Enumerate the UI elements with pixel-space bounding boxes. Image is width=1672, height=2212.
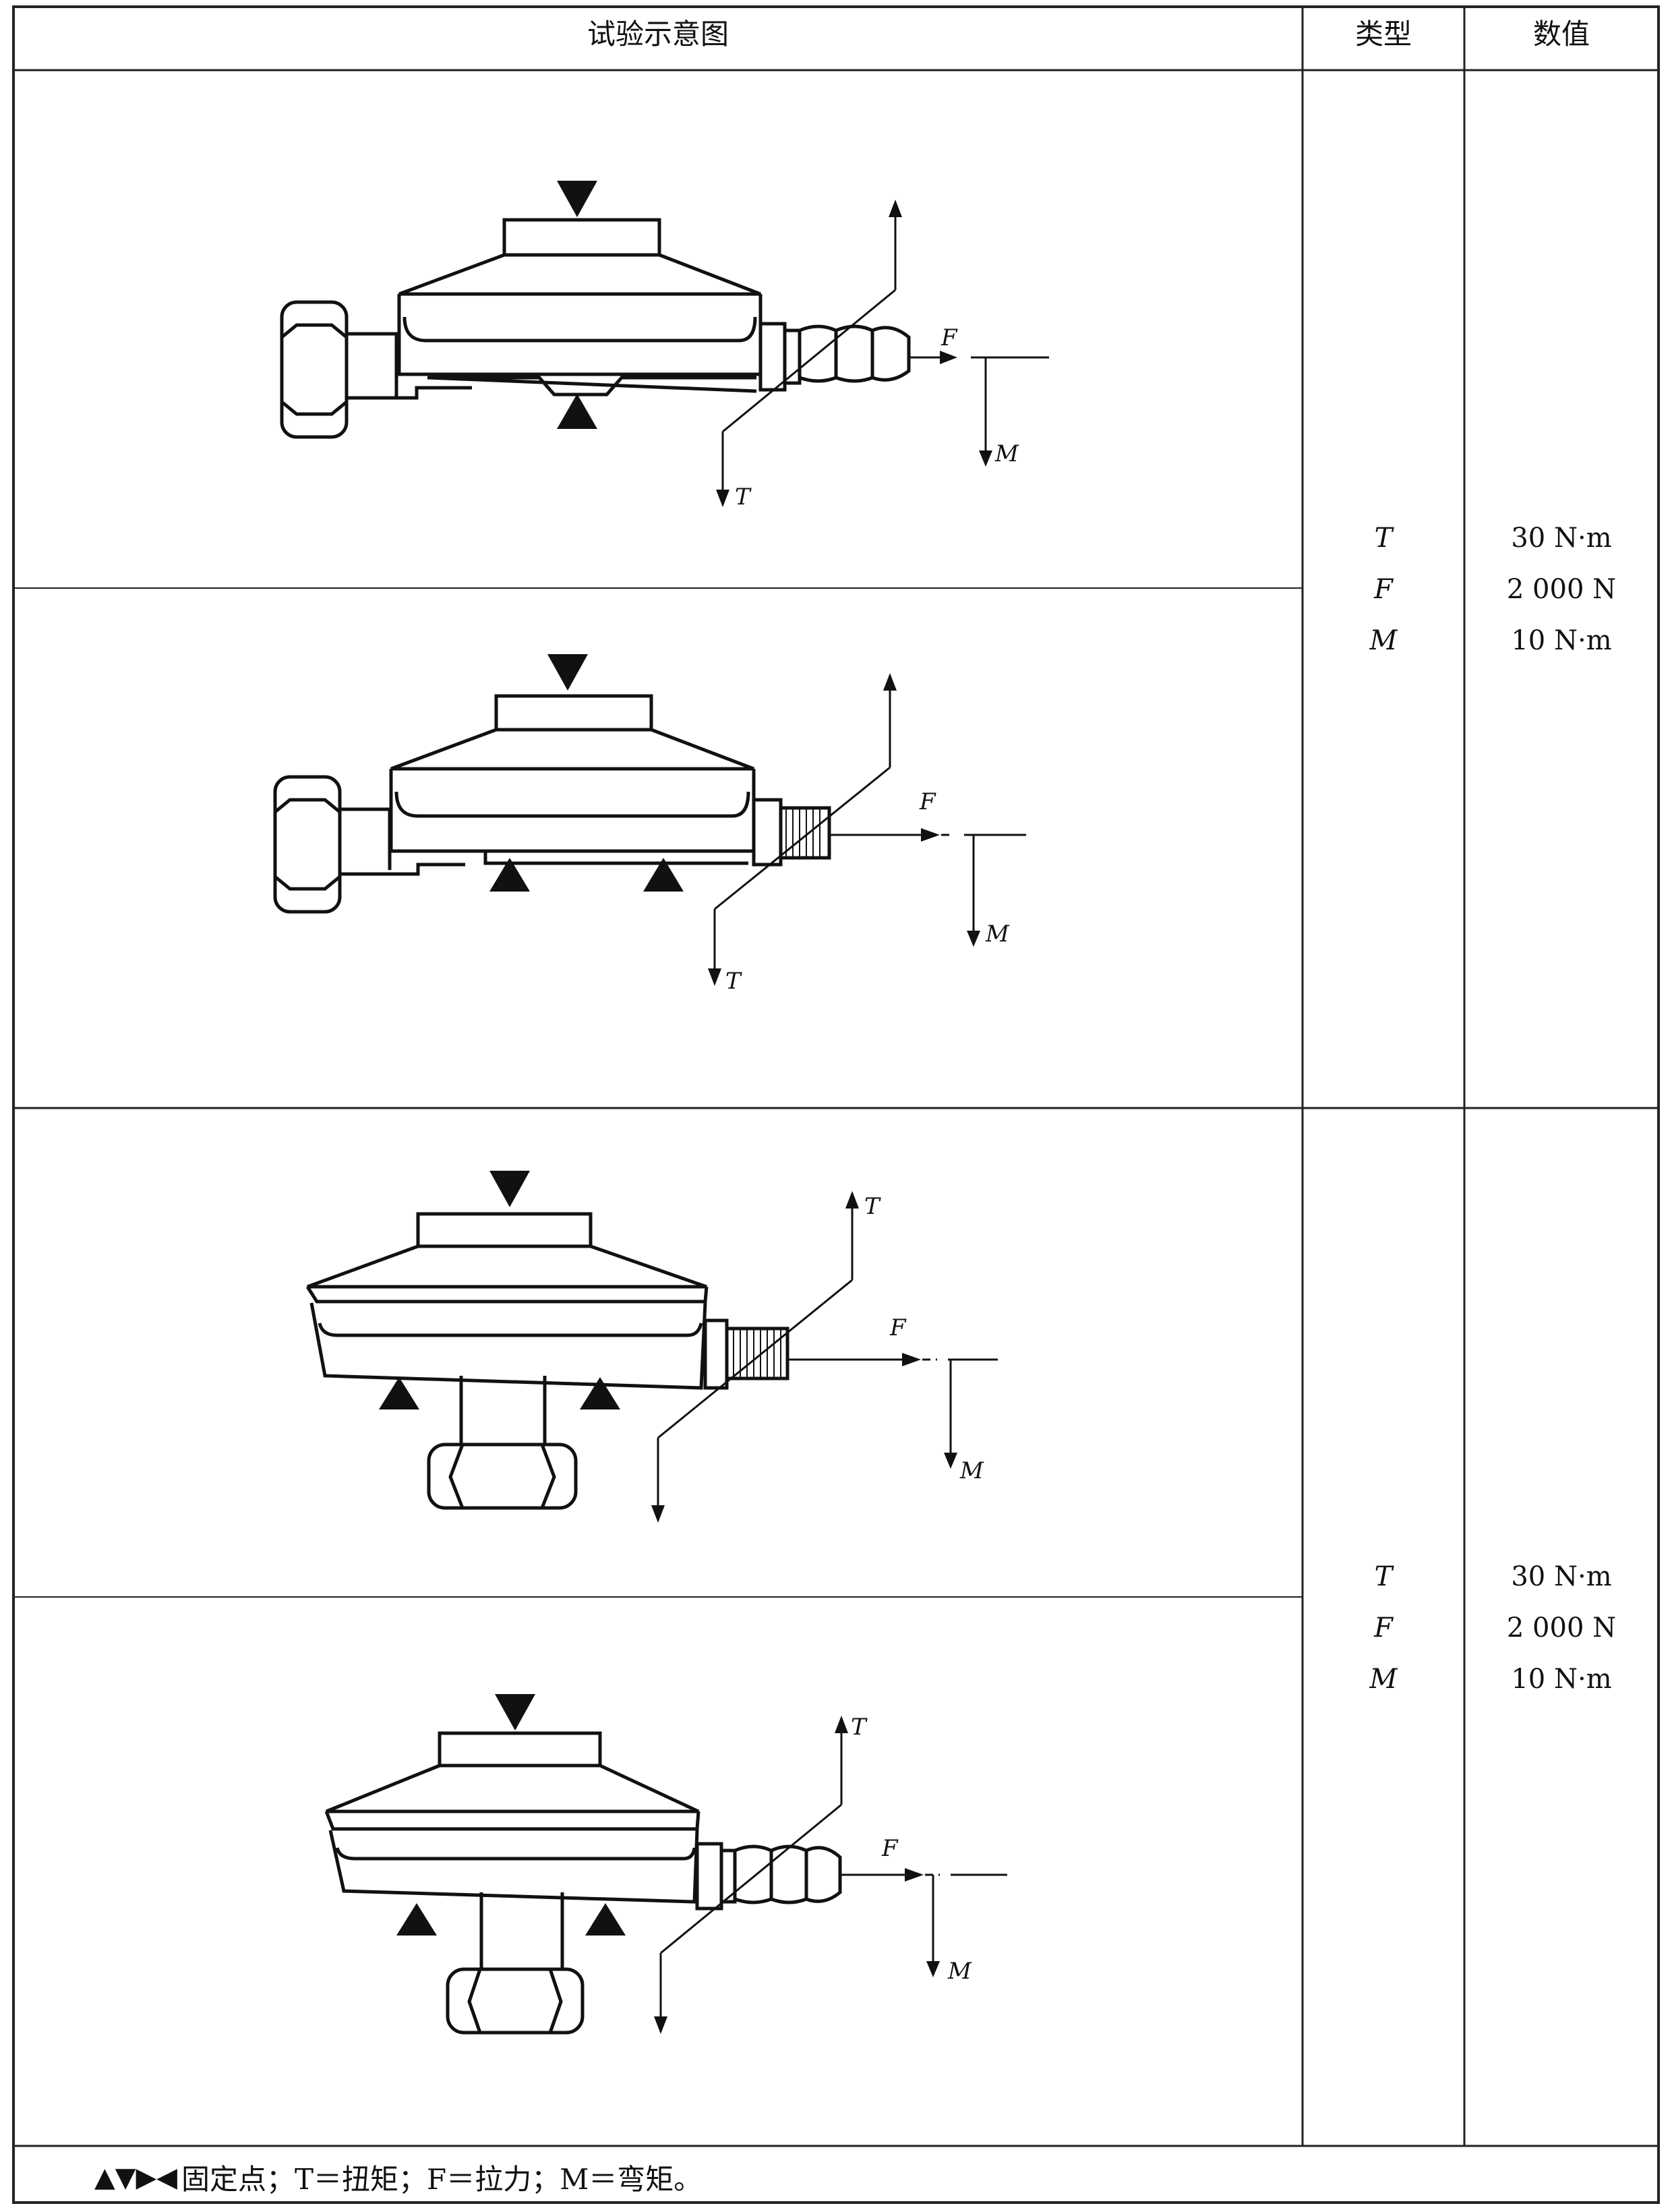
footnote-text: 固定点；T＝扭矩；F＝拉力；M＝弯矩。 (181, 2163, 703, 2196)
group-2-types: T F M (1303, 1551, 1464, 1705)
triangle-up-icon (489, 858, 530, 892)
header-diagram: 试验示意图 (587, 18, 729, 51)
value-torque: 30 N·m (1511, 1561, 1612, 1592)
type-moment: M (1369, 1664, 1398, 1695)
group-2-values: 30 N·m 2 000 N 10 N·m (1464, 1551, 1659, 1705)
diagram-4-torque-label: T (851, 1714, 868, 1741)
type-force: F (1374, 574, 1393, 605)
diagram-1-force-label: F (940, 324, 958, 351)
type-force: F (1374, 1612, 1393, 1643)
value-moment: 10 N·m (1511, 1664, 1612, 1695)
type-torque: T (1374, 1561, 1393, 1592)
triangle-down-icon (489, 1171, 530, 1207)
header-type: 类型 (1354, 18, 1412, 51)
header-value: 数值 (1532, 18, 1590, 51)
value-torque: 30 N·m (1511, 523, 1612, 554)
type-moment: M (1369, 625, 1398, 656)
diagram-4-markers (396, 1694, 940, 2034)
triangle-up-icon (585, 1903, 626, 1936)
diagram-4-moment-label: M (947, 1958, 972, 1985)
value-force: 2 000 N (1506, 1612, 1617, 1643)
diagram-regulator-2 (273, 682, 1026, 978)
diagram-3-force-label: F (889, 1314, 907, 1341)
type-torque: T (1374, 523, 1393, 554)
group-1-values: 30 N·m 2 000 N 10 N·m (1464, 513, 1659, 666)
footnote: ▲▼▶◀固定点；T＝扭矩；F＝拉力；M＝弯矩。 (94, 2157, 702, 2198)
diagram-2-torque-label: T (725, 968, 742, 995)
triangle-up-icon (379, 1377, 419, 1409)
value-moment: 10 N·m (1511, 625, 1612, 656)
value-force: 2 000 N (1506, 574, 1617, 605)
diagram-regulator-3 (305, 1200, 998, 1515)
diagram-1-torque-label: T (735, 484, 752, 511)
triangle-down-icon (495, 1694, 535, 1730)
triangle-down-icon (547, 654, 588, 691)
triangle-up-icon (643, 858, 684, 892)
diagram-2-markers (489, 654, 980, 986)
diagram-2-moment-label: M (985, 921, 1010, 948)
diagram-3-moment-label: M (959, 1457, 984, 1484)
fixed-point-symbols: ▲▼▶◀ (94, 2161, 178, 2193)
triangle-up-icon (557, 394, 597, 429)
triangle-up-icon (396, 1903, 437, 1936)
triangle-down-icon (557, 181, 597, 217)
diagram-1-markers (557, 181, 992, 507)
diagram-1-moment-label: M (994, 440, 1019, 467)
group-1-types: T F M (1303, 513, 1464, 666)
diagram-3-torque-label: T (864, 1193, 881, 1220)
diagram-4-force-label: F (881, 1835, 899, 1862)
diagram-regulator-4 (324, 1725, 1007, 2035)
diagram-2-force-label: F (919, 788, 936, 815)
diagram-regulator-1 (280, 209, 1049, 499)
diagram-3-markers (379, 1171, 957, 1523)
triangle-up-icon (580, 1377, 620, 1409)
